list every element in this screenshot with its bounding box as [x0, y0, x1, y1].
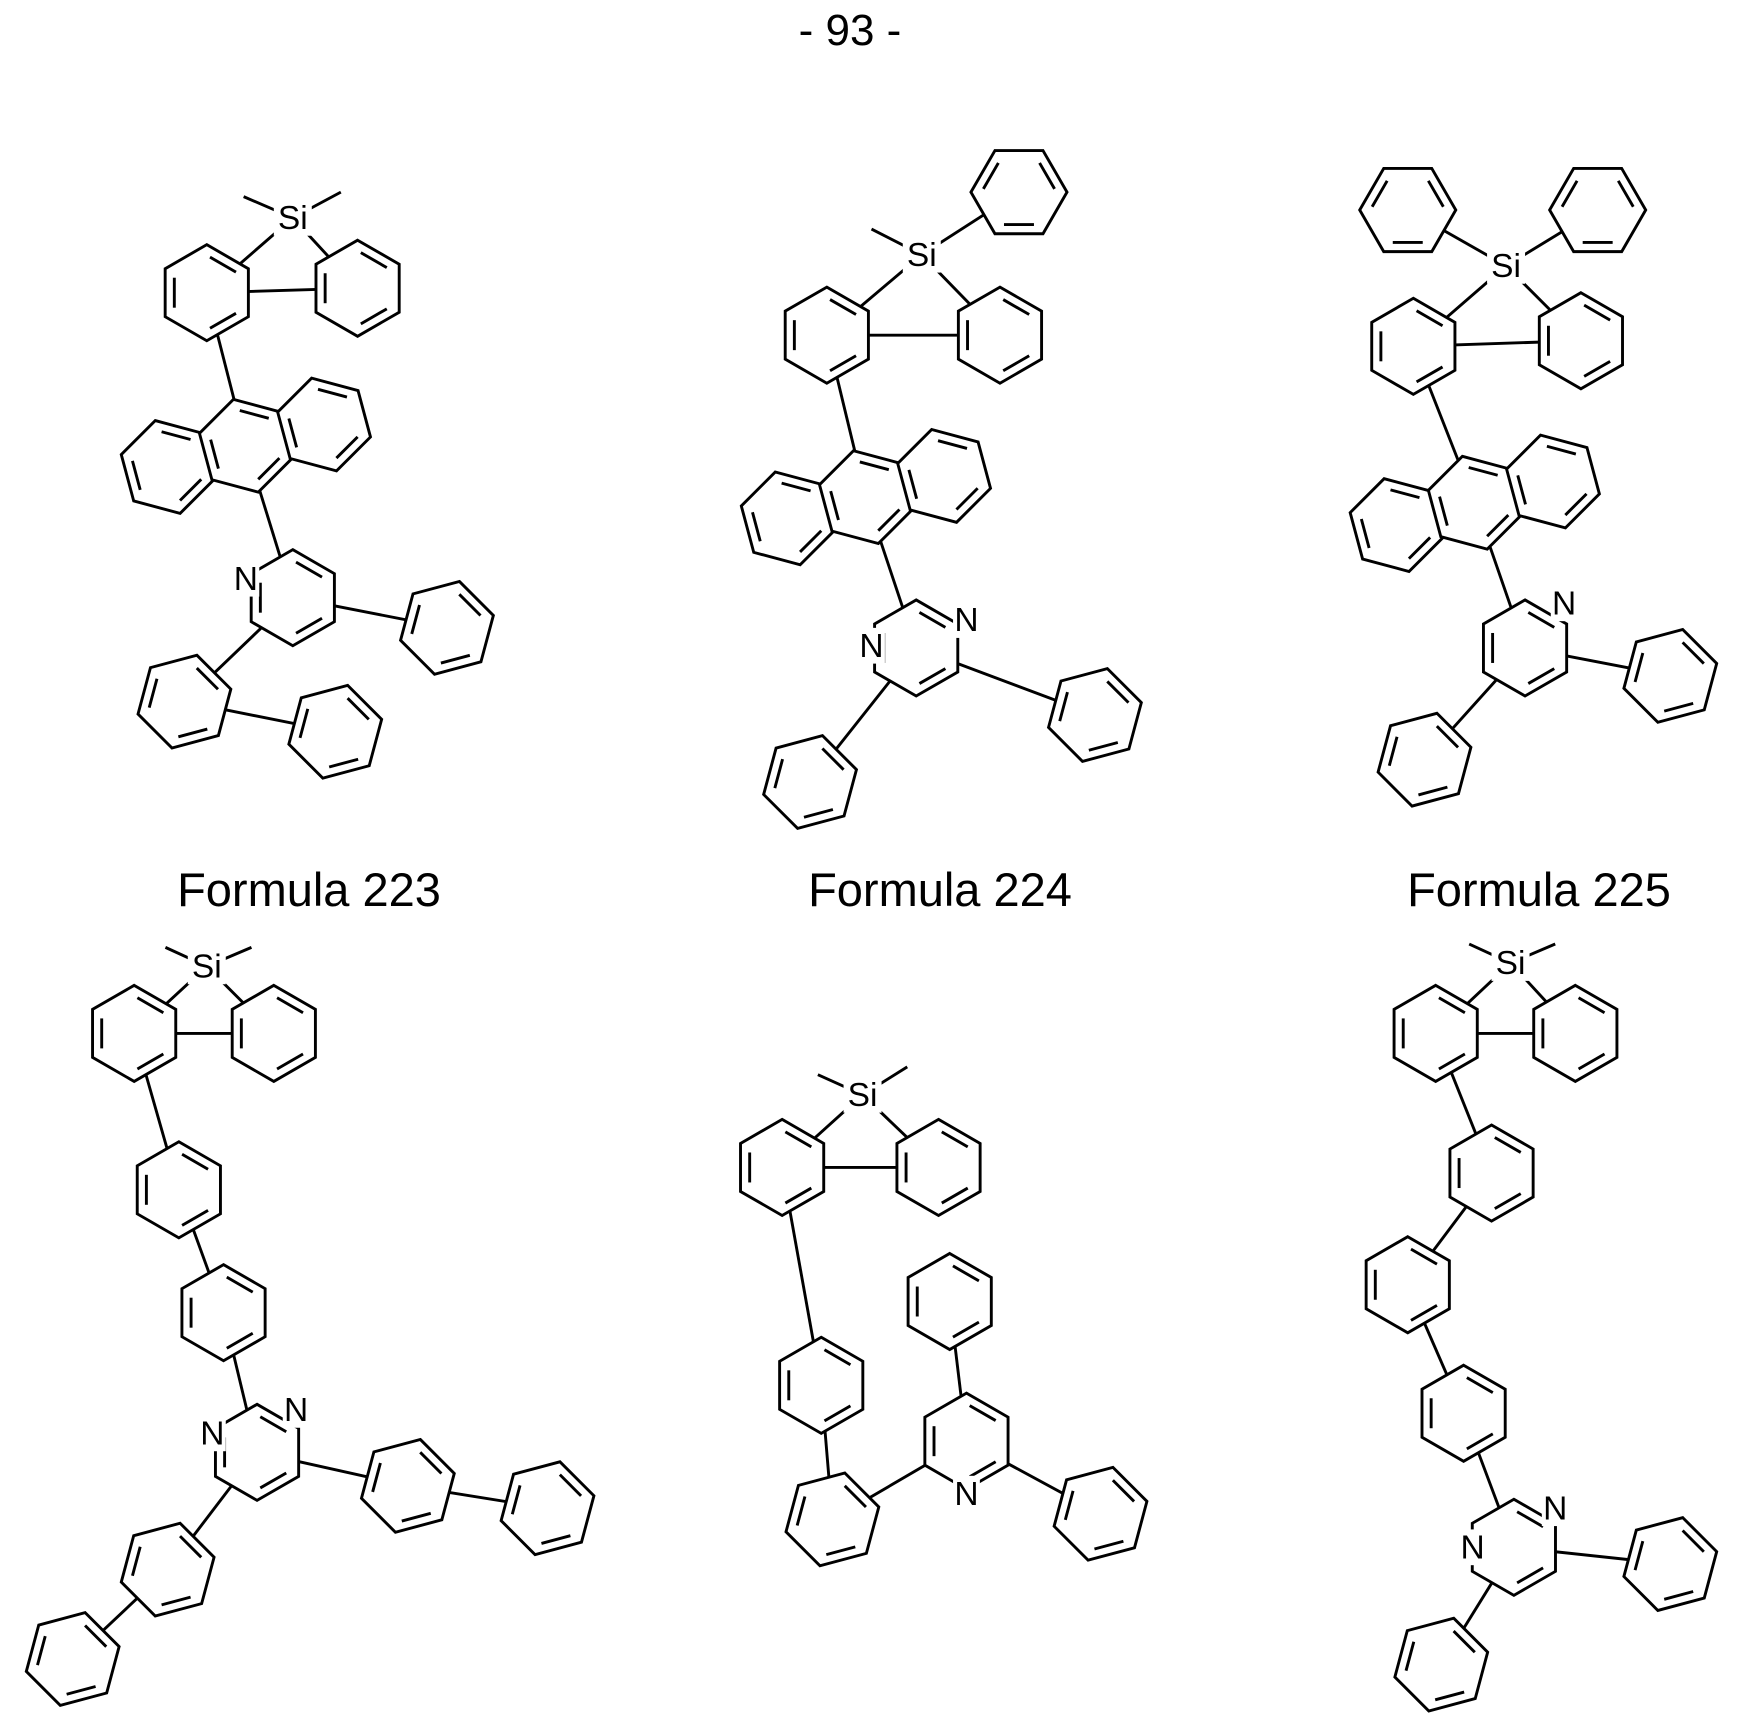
formula-228-ring [1366, 1237, 1449, 1333]
nitrogen-atom-label: N [954, 602, 978, 639]
formula-225-caption: Formula 225 [1407, 862, 1671, 917]
nitrogen-atom-label: N [1543, 1490, 1567, 1527]
silicon-atom-label: Si [278, 200, 308, 237]
formula-224-ring [785, 287, 868, 383]
formula-227-ring [908, 1253, 991, 1349]
formula-226-ring [93, 985, 176, 1081]
nitrogen-atom-label: N [234, 561, 258, 598]
formula-228-ring [1422, 1365, 1505, 1461]
nitrogen-atom-label: N [284, 1392, 308, 1429]
formula-228-ring [1450, 1125, 1533, 1221]
formula-225-ring [1372, 298, 1455, 394]
formula-226-ring [182, 1265, 265, 1361]
formula-225-ring [1539, 293, 1622, 389]
silicon-atom-label: Si [907, 237, 937, 274]
silicon-atom-label: Si [1496, 945, 1526, 982]
formula-226-ring [137, 1142, 220, 1238]
silicon-atom-label: Si [848, 1077, 878, 1114]
silicon-atom-label: Si [192, 949, 222, 986]
formula-224-ring [958, 287, 1041, 383]
nitrogen-atom-label: N [859, 628, 883, 665]
formula-227-ring [897, 1119, 980, 1215]
formula-225-ring [1550, 168, 1646, 251]
nitrogen-atom-label: N [954, 1476, 978, 1513]
formula-224-caption: Formula 224 [808, 862, 1072, 917]
formula-228-ring [1394, 985, 1477, 1081]
silicon-atom-label: Si [1491, 248, 1521, 285]
formula-225-ring [1360, 168, 1456, 251]
formula-223-ring [165, 245, 248, 341]
formula-226-ring [232, 985, 315, 1081]
formula-227-ring [780, 1337, 863, 1433]
formula-227-ring [741, 1119, 824, 1215]
formula-224-ring [971, 151, 1067, 234]
nitrogen-atom-label: N [1460, 1529, 1484, 1566]
nitrogen-atom-label: N [200, 1416, 224, 1453]
formula-223-caption: Formula 223 [177, 862, 441, 917]
nitrogen-atom-label: N [1552, 585, 1576, 622]
formula-223-ring [251, 550, 334, 646]
formula-227-ring [925, 1393, 1008, 1489]
formula-224-ring [875, 600, 958, 696]
